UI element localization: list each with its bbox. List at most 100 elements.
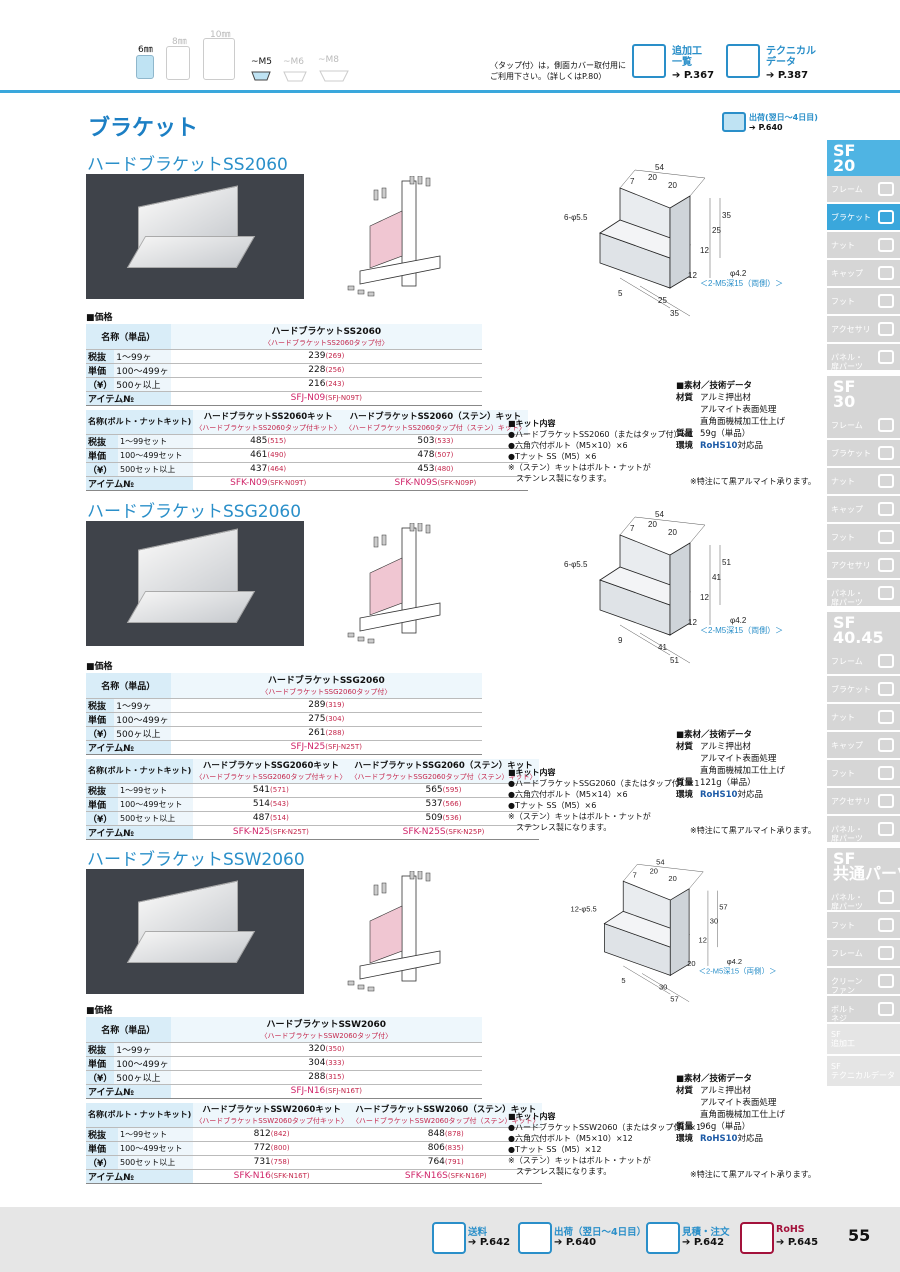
rohs-icon[interactable] xyxy=(740,1222,774,1254)
sidebar-item[interactable]: フット xyxy=(827,760,900,788)
sidebar-item-label: フット xyxy=(831,921,855,930)
single-name-header: 名称（単品） xyxy=(86,324,171,350)
quote-order-icon[interactable] xyxy=(646,1222,680,1254)
holes-label: 6-φ5.5 xyxy=(564,560,588,569)
technical-page-link[interactable]: ➔ P.387 xyxy=(766,70,809,81)
dim-label: 20 xyxy=(668,874,676,883)
delivery-icon[interactable] xyxy=(518,1222,552,1254)
qty-label: 100〜499ヶ xyxy=(114,1056,171,1071)
sidebar-item[interactable]: フレーム xyxy=(827,648,900,676)
footer-delivery-link[interactable]: ➔ P.640 xyxy=(554,1237,597,1248)
category-icon xyxy=(878,1002,894,1016)
category-icon xyxy=(878,682,894,696)
sidebar-item-label: フット xyxy=(831,297,855,306)
kit-price-value: 485 xyxy=(250,436,268,446)
sidebar-item-label: ブラケット xyxy=(831,449,871,458)
dim-label: 20 xyxy=(668,528,677,537)
sidebar-item[interactable]: アクセサリ xyxy=(827,788,900,816)
category-icon xyxy=(878,238,894,252)
sidebar-item[interactable]: パネル・ 扉パーツ xyxy=(827,344,900,372)
sidebar-item[interactable]: パネル・ 扉パーツ xyxy=(827,884,900,912)
dim-label: 35 xyxy=(670,309,679,318)
sidebar-item[interactable]: キャップ xyxy=(827,260,900,288)
category-icon xyxy=(878,794,894,808)
sidebar-item[interactable]: ブラケット xyxy=(827,440,900,468)
sidebar-block[interactable]: SF 40.45 xyxy=(827,612,900,648)
price-value: 275 xyxy=(308,714,326,724)
sidebar-item[interactable]: フット xyxy=(827,912,900,940)
sidebar-item[interactable]: パネル・ 扉パーツ xyxy=(827,580,900,608)
single-price-table: 名称（単品） ハードブラケットSS2060 〈ハードブラケットSS2060タップ… xyxy=(86,324,482,406)
kit-product-1: ハードブラケットSSG2060キット xyxy=(193,759,349,771)
item-number: SFJ-N09 xyxy=(290,393,326,403)
sidebar-item-label: キャップ xyxy=(831,269,863,278)
machining-page-link[interactable]: ➔ P.367 xyxy=(672,70,715,81)
single-product-name: ハードブラケットSS2060 xyxy=(170,324,482,337)
sidebar-item[interactable]: フット xyxy=(827,524,900,552)
sidebar-item[interactable]: アクセサリ xyxy=(827,316,900,344)
tab-6mm-icon[interactable] xyxy=(136,55,154,79)
sidebar-item[interactable]: ブラケット xyxy=(827,204,900,232)
sidebar-item[interactable]: ブラケット xyxy=(827,676,900,704)
sidebar-item-label: パネル・ 扉パーツ xyxy=(831,589,863,607)
footer-quote-link[interactable]: ➔ P.642 xyxy=(682,1237,725,1248)
qty-label: 1〜99セット xyxy=(117,1127,194,1142)
kit-price-value: 541 xyxy=(252,785,271,795)
kit-product-2-sub: 〈ハードブラケットSSW2060タップ付（ステン）キット〉 xyxy=(349,1115,542,1128)
spec-env: 対応品 xyxy=(737,790,763,800)
sidebar-block[interactable]: SF 共通パーツ xyxy=(827,848,900,884)
sidebar-item[interactable]: キャップ xyxy=(827,496,900,524)
sidebar-item[interactable]: フレーム xyxy=(827,940,900,968)
footer-shipping-link[interactable]: ➔ P.642 xyxy=(468,1237,511,1248)
tab-8mm-label: 8㎜ xyxy=(172,37,187,47)
kit-content-line: ※（ステン）キットはボルト・ナットが xyxy=(508,812,651,821)
kit-price-tap: (758) xyxy=(270,1158,290,1166)
sidebar-item[interactable]: クリーン ファン xyxy=(827,968,900,996)
sidebar-item-label: パネル・ 扉パーツ xyxy=(831,893,863,911)
sidebar-item-label: アクセサリ xyxy=(831,561,871,570)
kit-stainless-price: 453 xyxy=(417,464,435,474)
kit-item-tap: (SFK-N09T) xyxy=(267,479,307,487)
sidebar-item[interactable]: ナット xyxy=(827,232,900,260)
sidebar-item[interactable]: キャップ xyxy=(827,732,900,760)
dim-label: 57 xyxy=(719,902,727,911)
category-icon xyxy=(878,502,894,516)
sidebar-block[interactable]: SF 30 xyxy=(827,376,900,412)
machining-list-icon[interactable] xyxy=(632,44,666,78)
m8-label: ~M8 xyxy=(318,55,340,65)
technical-data-icon[interactable] xyxy=(726,44,760,78)
category-icon xyxy=(878,530,894,544)
footer-rohs-label: RoHS xyxy=(776,1224,805,1235)
tab-10mm-icon[interactable] xyxy=(203,38,235,80)
sidebar-item[interactable]: ナット xyxy=(827,704,900,732)
shipping-cost-icon[interactable] xyxy=(432,1222,466,1254)
price-tap-value: (288) xyxy=(325,729,345,737)
category-icon xyxy=(878,654,894,668)
sidebar-item[interactable]: パネル・ 扉パーツ xyxy=(827,816,900,844)
footer-rohs-link[interactable]: ➔ P.645 xyxy=(776,1237,819,1248)
sidebar-item[interactable]: フット xyxy=(827,288,900,316)
sidebar-item[interactable]: SF テクニカルデータ xyxy=(827,1056,900,1088)
category-icon xyxy=(878,294,894,308)
tab-8mm-icon[interactable] xyxy=(166,46,190,80)
spec-finish2: 直角面機械加工仕上げ xyxy=(700,766,786,776)
kit-price-value: 461 xyxy=(250,450,268,460)
kit-price-tap: (543) xyxy=(270,800,289,808)
kit-stainless-tap: (791) xyxy=(444,1158,464,1166)
sidebar-item[interactable]: フレーム xyxy=(827,176,900,204)
sidebar-item[interactable]: フレーム xyxy=(827,412,900,440)
kit-stainless-tap: (507) xyxy=(434,451,454,459)
kit-stainless-tap: (536) xyxy=(442,814,462,822)
sidebar-block[interactable]: SF 20 xyxy=(827,140,900,176)
spec-finish: アルマイト表面処理 xyxy=(700,405,777,415)
sidebar-item[interactable]: アクセサリ xyxy=(827,552,900,580)
sidebar-item[interactable]: ナット xyxy=(827,468,900,496)
sidebar-item[interactable]: SF 追加工 xyxy=(827,1024,900,1056)
sidebar-item[interactable]: ボルト ネジ xyxy=(827,996,900,1024)
kit-stainless-tap: (878) xyxy=(444,1130,464,1138)
category-icon xyxy=(878,210,894,224)
item-label: アイテム№ xyxy=(86,476,194,491)
ship-page-link[interactable]: ➔ P.640 xyxy=(749,123,783,132)
row-label: 税抜 xyxy=(86,1042,115,1057)
price-tap-value: (256) xyxy=(325,366,345,374)
